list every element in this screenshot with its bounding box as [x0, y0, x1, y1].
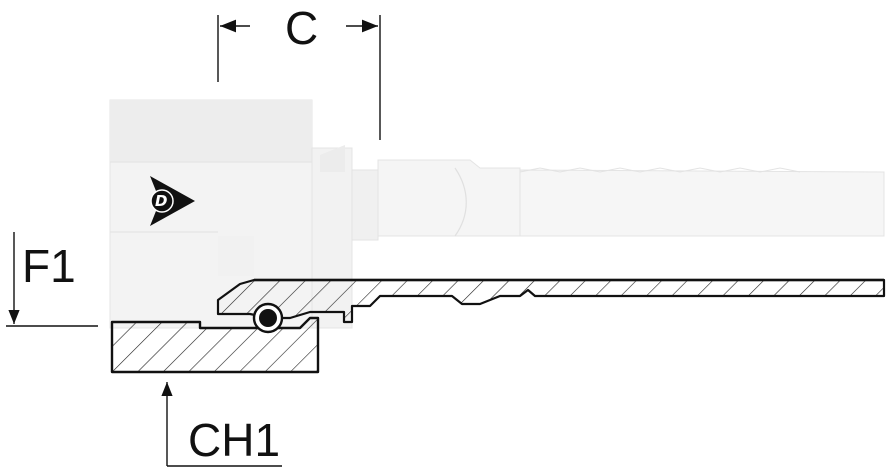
dimension-ch1-label: CH1 [188, 414, 280, 466]
hex-nut [109, 99, 313, 329]
dimension-ch1: CH1 [161, 382, 282, 467]
o-ring-seal [252, 302, 284, 334]
dimension-f1: F1 [6, 232, 98, 327]
dimension-f1-label: F1 [22, 240, 76, 292]
dunlop-arrow-logo-icon: D [150, 176, 195, 226]
stem-section [216, 278, 886, 324]
dimension-c: C [217, 2, 381, 140]
dimension-c-label: C [285, 2, 318, 54]
logo-letter: D [155, 192, 167, 210]
